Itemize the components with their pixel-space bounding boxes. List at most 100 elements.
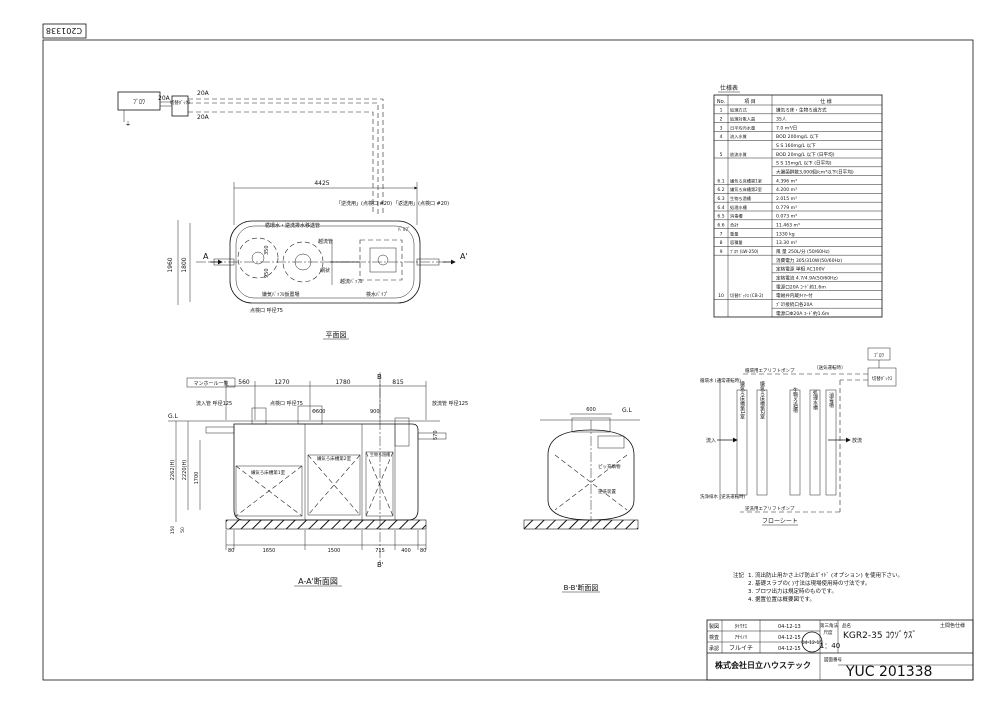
flow-air-label: 〔送気運転時〕: [814, 364, 846, 371]
spec-value: S S 160mg/L 以下: [776, 143, 816, 149]
spec-value: BOD 20mg/L 以下 (日平均): [776, 151, 835, 158]
spec-no: 6.2: [717, 187, 724, 193]
title-block: 製図 ﾀｹｳﾁｴ 04-12-13 検査 ｱｻｲﾉﾘ 04-12-15 承認 フ…: [706, 619, 974, 681]
gl-label-aa: G.L: [168, 413, 179, 420]
notes-head: 注記: [733, 571, 745, 579]
dim-600: 600: [586, 407, 596, 413]
manhole-1: [237, 237, 279, 279]
flow-tank-4: [809, 389, 821, 496]
dim-bot-1650: 1650: [263, 548, 276, 554]
tb-r3c3: 04-12-15: [778, 646, 801, 652]
notes: 注記 1. 流出防止用かさ上げ防止ｶﾞｲﾄﾞ (オプション) を使用下さい。 2…: [733, 571, 903, 603]
section-aa: マンホール一覧 560 1270 1780 815 B B' G.L 嫌気ろ床槽…: [168, 372, 468, 587]
spec-value: 電源口20A ｺｰﾄﾞ約1.6m: [776, 283, 826, 290]
spec-no: 8: [720, 240, 723, 246]
wire-label-2: 20A: [197, 90, 210, 97]
svg-text:⏚: ⏚: [125, 121, 131, 128]
flow-tank-label-1: 嫌気ろ床槽第1室: [739, 380, 745, 419]
dim-top-1780: 1780: [335, 379, 350, 386]
spec-value: 定格電源 単相 AC100V: [776, 266, 826, 273]
flow-tank-5: [825, 389, 837, 496]
spec-value: 4.200 m³: [776, 187, 797, 193]
spec-item: 流入水質: [730, 133, 747, 140]
spec-value: 2.015 m³: [776, 196, 797, 202]
flow-switch-box: 切替ﾎﾞｯｸｽ: [872, 375, 893, 382]
spec-item: 嫌気ろ床槽第1室: [730, 177, 762, 184]
spec-no: 6.1: [717, 178, 724, 184]
spec-header-0: No.: [717, 99, 726, 105]
flow-circ-water: 循環水 (通常運転時): [700, 377, 741, 384]
flow-blower: ﾌﾞﾛﾜ: [874, 352, 885, 359]
flow-title: フローシート: [762, 518, 798, 525]
spec-no: 5: [720, 152, 723, 158]
room3-label: 生物ろ過槽: [370, 451, 390, 457]
tb-name-right: 土間色仕様: [940, 622, 965, 629]
spec-value: 電源口Φ20A ｺｰﾄﾞ約1.6m: [776, 310, 830, 317]
label-circulation: 循環水・逆洗排水移送管: [265, 222, 320, 229]
tb-stamp-date: 04-12-15: [802, 640, 823, 646]
wire-label-3: 20A: [197, 114, 210, 121]
flow-outflow: 放流: [852, 437, 862, 444]
spec-item: 放流水質: [730, 151, 747, 158]
bb-foundation-slab: [523, 519, 639, 530]
switch-box-label: 切替ﾎﾞｯｸｽ: [170, 99, 191, 106]
spec-no: 6.3: [717, 196, 724, 202]
tb-name-label: 品名: [842, 622, 851, 629]
corner-code-text: C201338: [46, 26, 82, 35]
dim-bot-80a: 80: [228, 548, 234, 554]
dim-bot-80b: 80: [420, 548, 426, 554]
spec-value: ﾌﾞﾛﾜ接続口各20A: [776, 301, 813, 308]
inlet-label: 流入管 呼径125: [196, 400, 232, 407]
flow-tank-label-4: 処理水槽: [812, 389, 818, 411]
spec-value: 1330 kg: [776, 231, 795, 237]
spec-value: BOD 200mg/L 以下: [776, 134, 819, 140]
spec-value: 大腸菌群数3,000個/cm³以下(日平均): [776, 168, 854, 175]
spec-item: 生物ろ過槽: [730, 195, 752, 202]
insp900-label: 900: [370, 409, 380, 415]
spec-item: 合計: [730, 221, 738, 228]
tb-product-name: KGR2-35 ｺｳｿﾞｳｽﾞ: [843, 630, 917, 641]
spec-value: 風 量 250L/分 (50/60Hz): [776, 248, 830, 255]
switch-box: [171, 95, 189, 117]
label-sample: 検水ﾊﾟｲﾌﾟ: [366, 291, 389, 298]
dim-2220: 2220(H): [182, 460, 188, 480]
note-1: 1. 流出防止用かさ上げ防止ｶﾞｲﾄﾞ (オプション) を使用下さい。: [748, 571, 903, 579]
tb-r2c2: ｱｻｲﾉﾘ: [735, 635, 748, 641]
dim-350: 350: [264, 245, 270, 255]
section-aa-title: A-A'断面図: [298, 576, 338, 586]
bb-label-backwash: 逆洗装置: [598, 488, 616, 495]
flow-backwash: 洗浄排水 (逆洗運転時): [700, 493, 746, 500]
spec-item: 嫌気ろ床槽第2室: [730, 186, 762, 193]
label-return-port: 「逆洗用」(点検口 #20): [336, 200, 392, 207]
spec-value: 0.779 m³: [776, 205, 797, 211]
label-mesh: 網状: [320, 267, 330, 274]
tb-r1c1: 製図: [709, 623, 719, 630]
flow-sheet: ﾌﾞﾛﾜ 切替ﾎﾞｯｸｽ 〔送気運転時〕 循環用エアリフトポンプ 逆洗用エアリフ…: [700, 347, 897, 526]
manhole-2: [282, 241, 324, 283]
spec-value: 11.463 m³: [776, 222, 800, 228]
spec-no: 7: [720, 231, 723, 237]
spec-item: 日平均汚水量: [730, 124, 755, 131]
spec-no: 6.6: [717, 222, 724, 228]
label-maint-baffle: 嫌気ﾊﾞｯﾌﾙ仮置場: [262, 291, 300, 298]
dim-1800: 1800: [181, 257, 188, 272]
dim-1960: 1960: [167, 257, 174, 272]
spec-value: 嫌気ろ床・生物ろ過方式: [776, 107, 827, 114]
room1-label: 嫌気ろ床槽第1室: [251, 469, 286, 476]
spec-item: 処理方式: [730, 107, 748, 114]
spec-item: 消毒槽: [730, 213, 743, 220]
plan-view: ﾌﾞﾛﾜ ⏚ 切替ﾎﾞｯｸｽ 20A 20A 20A 4425 1960 180…: [117, 90, 468, 340]
spec-no: 3: [720, 125, 723, 131]
tb-r2c3: 04-12-15: [778, 635, 801, 641]
spec-no: 6.4: [717, 205, 724, 211]
spec-value: S S 15mg/L 以下 (日平均): [776, 160, 832, 167]
flow-inflow: 流入: [706, 437, 716, 444]
tb-company: 株式会社日立ハウステック: [715, 660, 811, 670]
aa-foundation-slab: [225, 519, 427, 530]
tb-scale-label: 尺度: [824, 629, 833, 636]
spec-value: 0.073 m³: [776, 214, 797, 220]
dim-1700: 1700: [194, 472, 200, 485]
dim-50: 50: [180, 527, 186, 533]
